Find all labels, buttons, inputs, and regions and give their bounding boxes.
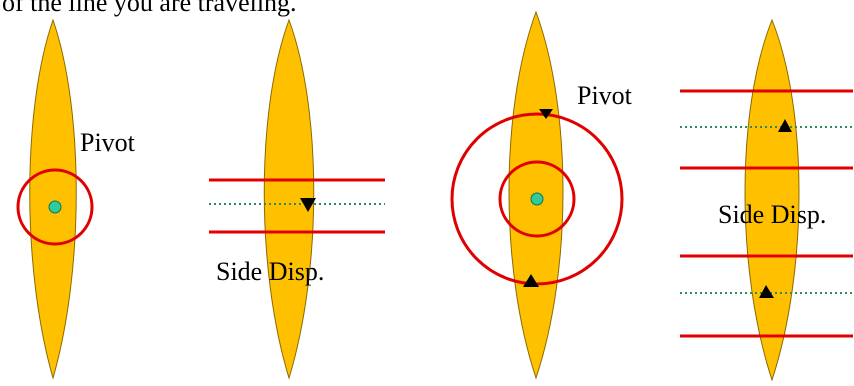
marker-triangle-bottom-3 (523, 274, 539, 287)
side-disp-label-right: Side Disp. (718, 200, 827, 229)
marker-triangle-lower-4 (759, 285, 774, 298)
side-disp-label-left: Side Disp. (216, 257, 325, 286)
pivot-point-3 (530, 192, 544, 206)
marker-triangle-top-3 (539, 109, 553, 119)
pivot-point-1 (48, 200, 62, 214)
panel-2 (209, 18, 385, 380)
pivot-label-right: Pivot (577, 81, 632, 110)
pivot-label-left: Pivot (80, 128, 135, 157)
blade-2 (263, 18, 315, 380)
panel-4 (680, 18, 853, 382)
marker-triangle-upper-4 (778, 119, 792, 132)
top-caption: of the line you are traveling. (2, 0, 297, 17)
blade-4 (744, 18, 800, 382)
panel-1 (16, 18, 94, 380)
marker-down-triangle-2 (300, 198, 316, 212)
inner-circle-3 (498, 160, 576, 238)
panel-3 (450, 10, 624, 380)
blade-1 (29, 18, 77, 380)
pivot-circle-1 (16, 168, 94, 246)
